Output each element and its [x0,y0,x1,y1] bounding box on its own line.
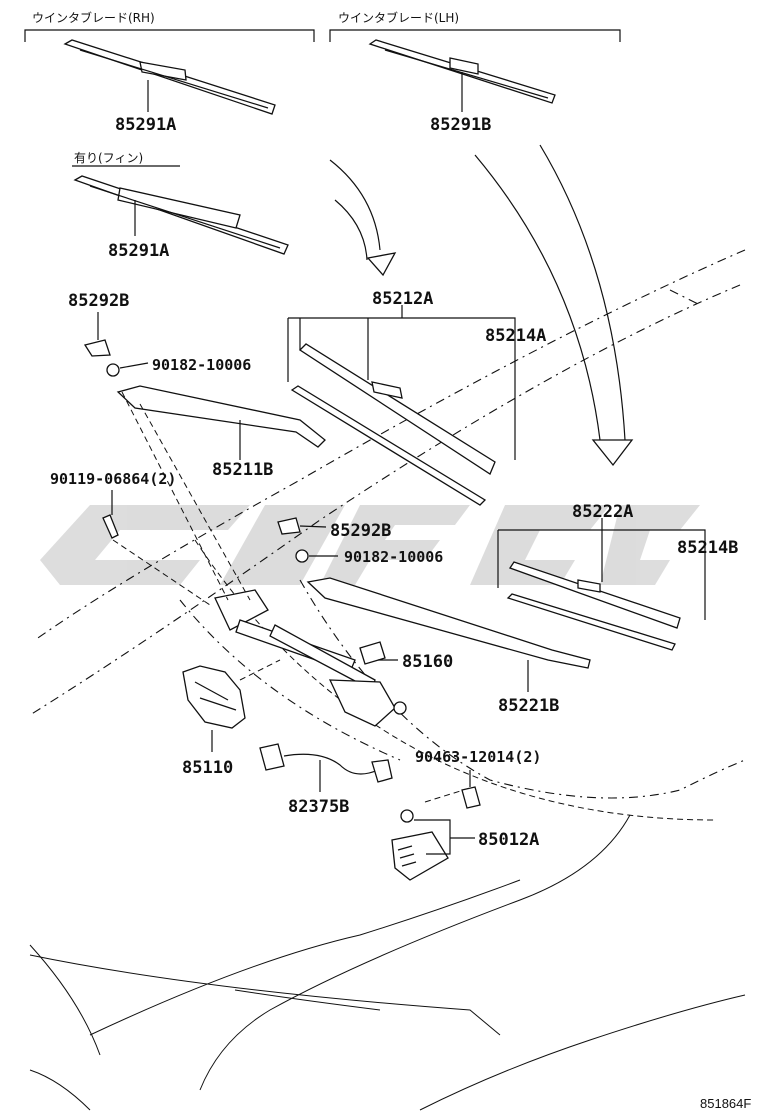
header-rh-label: ウインタブレード(RH) [32,10,155,25]
wiper-linkage [214,589,407,727]
wire-harness [259,743,393,792]
diagram-code: 851864F [700,1096,751,1111]
assembly-leaders [112,391,471,803]
part-number-85222a: 85222A [572,502,633,522]
part-number-85110: 85110 [182,758,233,778]
arrow-lh-to-blade [474,144,634,467]
winter-blade-fin [73,175,289,255]
header-fin-label: 有り(フィン) [74,151,143,165]
car-body-outline [29,814,746,1111]
wiper-bracket [391,809,475,881]
wiper-blade-rh [287,305,516,506]
winter-blade-rh [63,39,276,115]
part-number-85291b: 85291B [430,115,491,135]
nut-lower [295,549,338,563]
wiper-cap-upper [83,312,111,357]
part-number-85160: 85160 [402,652,453,672]
arrow-rh-to-blade [329,159,397,277]
clip [461,770,481,809]
header-bracket-lh [329,29,621,42]
wiper-arm-rh [116,385,326,460]
part-number-90182-upper: 90182-10006 [152,356,251,374]
part-number-85211b: 85211B [212,460,273,480]
bolt [102,490,119,539]
part-number-90119: 90119-06864(2) [50,470,176,488]
part-number-90182-lower: 90182-10006 [344,548,443,566]
part-number-85291a-fin: 85291A [108,241,169,261]
header-lh-label: ウインタブレード(LH) [338,10,459,25]
part-number-85291a: 85291A [115,115,176,135]
watermark-logo [40,505,700,585]
wiper-arm-lh [306,577,591,692]
wiper-blade-lh [497,518,706,651]
wiper-motor [182,665,246,752]
part-number-85292b-upper: 85292B [68,291,129,311]
winter-blade-lh [368,39,556,112]
part-number-85212a: 85212A [372,289,433,309]
part-number-85214a: 85214A [485,326,546,346]
wiper-cap-lower [277,517,327,535]
part-number-85012a: 85012A [478,830,539,850]
header-bracket-rh [24,29,315,42]
part-number-85292b-lower: 85292B [330,521,391,541]
part-number-82375b: 82375B [288,797,349,817]
part-number-90463: 90463-12014(2) [415,748,541,766]
nut-upper [106,362,149,377]
part-number-85214b: 85214B [677,538,738,558]
part-number-85221b: 85221B [498,696,559,716]
